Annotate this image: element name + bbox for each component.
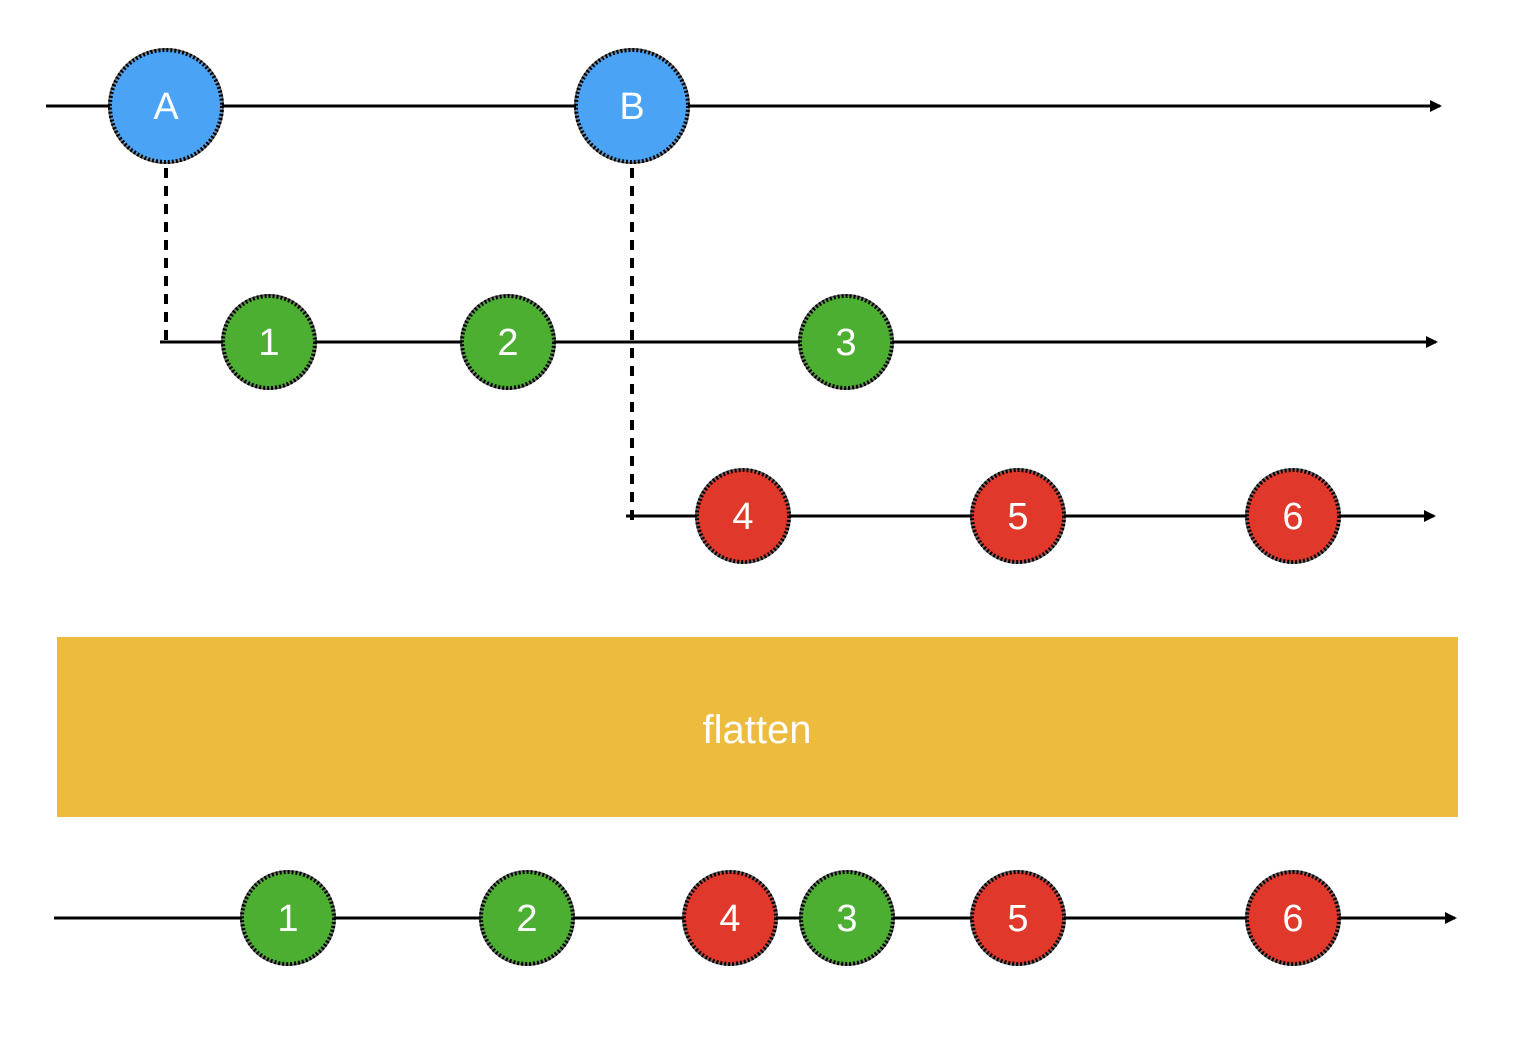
output-stream-marble-2: 2: [479, 870, 575, 966]
inner-stream-a-marble-3: 3: [798, 294, 894, 390]
inner-stream-b-marble-6: 6: [1245, 468, 1341, 564]
operator-box: [57, 637, 1458, 817]
marble-label: 3: [835, 322, 856, 364]
marble-label: 5: [1007, 898, 1028, 940]
marble-label: B: [619, 86, 644, 128]
marble-rim: [221, 294, 317, 390]
source-stream-marble-A: A: [108, 48, 224, 164]
marble-label: 6: [1282, 496, 1303, 538]
marble-label: 6: [1282, 898, 1303, 940]
marble-rim: [460, 294, 556, 390]
output-stream-marble-4: 4: [682, 870, 778, 966]
marble-label: 1: [277, 898, 298, 940]
inner-stream-a-marble-1: 1: [221, 294, 317, 390]
marble-rim: [108, 48, 224, 164]
output-stream-marble-3: 3: [799, 870, 895, 966]
inner-stream-b-marble-5: 5: [970, 468, 1066, 564]
marble-rim: [970, 468, 1066, 564]
source-stream-marble-B: B: [574, 48, 690, 164]
marble-rim: [1245, 870, 1341, 966]
marble-label: 2: [516, 898, 537, 940]
output-stream-marble-5: 5: [970, 870, 1066, 966]
marble-label: A: [153, 86, 179, 128]
marble-label: 4: [732, 496, 753, 538]
operator-label: flatten: [703, 708, 812, 752]
marbles-layer: A B 1 2 3 4 5 6 1 2 4 3 5 6: [108, 48, 1341, 966]
marble-rim: [695, 468, 791, 564]
inner-stream-a-marble-2: 2: [460, 294, 556, 390]
marble-rim: [682, 870, 778, 966]
marble-label: 4: [719, 898, 740, 940]
marble-rim: [799, 870, 895, 966]
marble-label: 1: [258, 322, 279, 364]
marble-rim: [574, 48, 690, 164]
marble-label: 2: [497, 322, 518, 364]
marble-rim: [1245, 468, 1341, 564]
marble-rim: [479, 870, 575, 966]
marble-rim: [798, 294, 894, 390]
marble-label: 5: [1007, 496, 1028, 538]
output-stream-marble-1: 1: [240, 870, 336, 966]
output-stream-marble-6: 6: [1245, 870, 1341, 966]
marble-rim: [240, 870, 336, 966]
marble-rim: [970, 870, 1066, 966]
inner-stream-b-marble-4: 4: [695, 468, 791, 564]
marble-label: 3: [836, 898, 857, 940]
